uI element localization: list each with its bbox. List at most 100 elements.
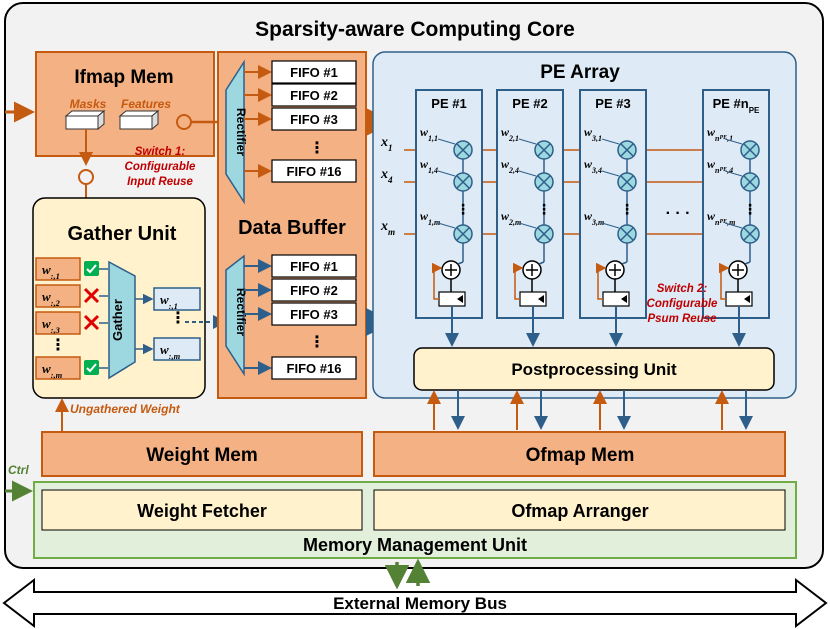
ofmap-mem-block (373, 431, 786, 477)
svg-text:⋮: ⋮ (50, 337, 66, 354)
fifo-box (271, 302, 357, 326)
pe-dots: · · · (666, 205, 691, 222)
pe-weight-label: wnPE,1 (707, 125, 733, 143)
weight-input-label: w:,2 (42, 289, 61, 308)
pe-weight-label: w3,1 (584, 125, 602, 143)
fifo-box (271, 356, 357, 380)
features-label: Features (121, 97, 171, 111)
features-block-icon (118, 109, 160, 131)
svg-text:⋮: ⋮ (743, 201, 757, 217)
fifo-label: FIFO #16 (287, 164, 342, 179)
pe-label: PE #nPE (713, 96, 760, 115)
pe-label: PE #2 (512, 96, 547, 111)
fifo-label: FIFO #2 (290, 88, 338, 103)
switch2-line3: Psum Reuse (647, 313, 717, 325)
weight-input-box (35, 257, 81, 281)
postprocessing-label: Postprocessing Unit (511, 360, 677, 379)
fifo-box (271, 159, 357, 183)
weight-input-box (35, 284, 81, 308)
switch2-line2: Configurable (647, 298, 719, 310)
ofmap-arranger-block (373, 489, 786, 531)
weight-input-label: w:,1 (42, 262, 60, 281)
switch1-line2: Configurable (125, 161, 197, 173)
weight-mem-block (41, 431, 363, 477)
ifmap-mem-block (35, 51, 215, 157)
fifo-label: FIFO #3 (290, 112, 338, 127)
weight-mem-label: Weight Mem (146, 445, 258, 466)
weight-input-box (35, 356, 81, 380)
cross-icon (83, 287, 100, 304)
pe-weight-label: w1,m (420, 209, 440, 227)
svg-text:⋮: ⋮ (620, 201, 634, 217)
check-icon (84, 261, 99, 276)
pe-weight-label: w1,4 (420, 157, 438, 175)
svg-text:⋮: ⋮ (309, 140, 325, 157)
gathered-weight-box (153, 287, 201, 311)
fifo-box (271, 278, 357, 302)
pe-weight-label: w3,4 (584, 157, 602, 175)
data-buffer-title: Data Buffer (238, 217, 346, 239)
pe-label: PE #1 (431, 96, 466, 111)
pe-weight-label: wnPE,4 (707, 157, 733, 175)
svg-text:⋮: ⋮ (537, 201, 551, 217)
gathered-weight-label: w:,1 (160, 292, 178, 311)
rectifier-bottom (225, 254, 245, 377)
fifo-box (271, 83, 357, 107)
weight-input-label: w:,m (42, 361, 63, 380)
pe-input-label: x4 (380, 167, 393, 185)
pe-weight-label: w3,m (584, 209, 604, 227)
svg-text:⋮: ⋮ (170, 310, 186, 327)
cross-icon (83, 314, 100, 331)
pe-label: PE #3 (595, 96, 630, 111)
gather-mux (108, 260, 136, 380)
switch1-line3: Input Reuse (127, 176, 193, 188)
ungathered-weight-label: Ungathered Weight (70, 402, 181, 416)
pe-input-label: xm (380, 219, 395, 237)
weight-fetcher-block (41, 489, 363, 531)
switch1-line1: Switch 1: (135, 146, 186, 158)
core-title: Sparsity-aware Computing Core (255, 18, 575, 41)
fifo-label: FIFO #3 (290, 307, 338, 322)
pe-block (579, 89, 647, 319)
ofmap-arranger-label: Ofmap Arranger (511, 501, 648, 521)
weight-input-box (35, 311, 81, 335)
svg-text:⋮: ⋮ (309, 334, 325, 351)
gather-unit-title: Gather Unit (68, 223, 177, 245)
fifo-box (271, 107, 357, 131)
mmu-title: Memory Management Unit (303, 535, 527, 555)
weight-fetcher-label: Weight Fetcher (137, 501, 267, 521)
fifo-box (271, 60, 357, 84)
ctrl-label: Ctrl (8, 463, 29, 477)
pe-weight-label: wnPE,m (707, 209, 735, 227)
gathered-weight-label: w:,m (160, 342, 181, 361)
masks-block-icon (64, 109, 106, 131)
bus-label: External Memory Bus (333, 594, 507, 613)
fifo-label: FIFO #1 (290, 259, 338, 274)
gather-label: Gather (110, 299, 125, 341)
pe-weight-label: w2,1 (501, 125, 519, 143)
pe-array-title: PE Array (540, 62, 620, 83)
switch2-line1: Switch 2: (657, 283, 708, 295)
check-icon (84, 360, 99, 375)
fifo-box (271, 254, 357, 278)
svg-text:⋮: ⋮ (456, 201, 470, 217)
pe-block (702, 89, 770, 319)
external-memory-bus (2, 577, 828, 629)
fifo-label: FIFO #2 (290, 283, 338, 298)
fifo-label: FIFO #16 (287, 361, 342, 376)
rectifier-top (225, 59, 245, 205)
masks-label: Masks (70, 97, 107, 111)
pe-weight-label: w1,1 (420, 125, 438, 143)
pe-weight-label: w2,4 (501, 157, 519, 175)
gathered-weight-box (153, 337, 201, 361)
weight-input-label: w:,3 (42, 316, 60, 335)
ifmap-mem-title: Ifmap Mem (74, 67, 173, 88)
rectifier-top-label: Rectifier (234, 108, 248, 156)
pe-input-label: x1 (380, 135, 393, 153)
pe-weight-label: w2,m (501, 209, 521, 227)
pe-block (415, 89, 483, 319)
rectifier-bottom-label: Rectifier (234, 288, 248, 336)
pe-block (496, 89, 564, 319)
fifo-label: FIFO #1 (290, 65, 338, 80)
